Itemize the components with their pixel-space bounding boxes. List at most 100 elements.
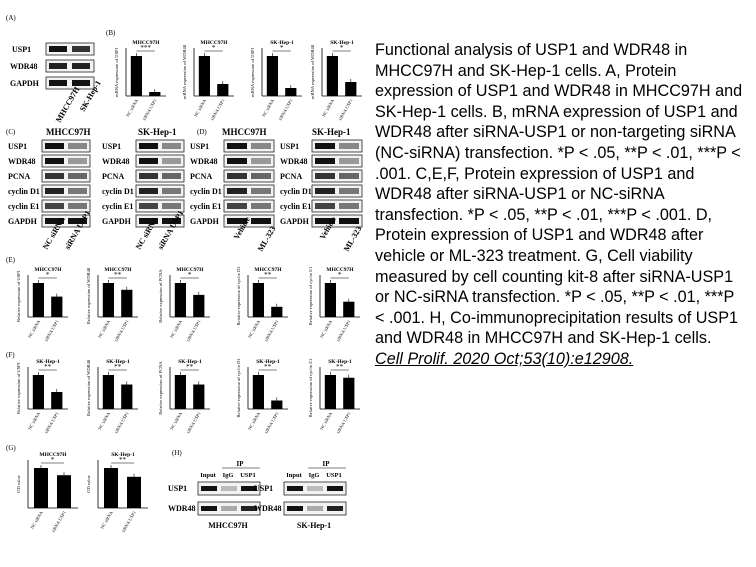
blot-label: cyclin E1 [190,202,221,211]
chart-title: SK-Hep-1 [328,359,352,365]
category-label: siRNA USP1 [263,319,279,342]
significance-mark: * [280,44,284,52]
blot-band [339,203,359,209]
blot-band [162,173,181,179]
chart-title: SK-Hep-1 [106,359,130,365]
blot-band [241,486,257,491]
chart-ylabel: OD value [16,475,21,492]
blot-label: WDR48 [190,157,218,166]
chart-ylabel: Relative expression of WDR48 [86,359,91,416]
blot-band [201,486,217,491]
blot-band [327,506,343,511]
chart-title: SK-Hep-1 [256,359,280,365]
chart-title: MHCC97H [39,452,67,458]
bar-chart: MHCC97H OD value NC siRNA siRNA USP1 * [16,452,78,533]
bar [266,56,278,96]
bar [271,306,283,317]
category-label: siRNA USP1 [51,510,67,533]
chart-title: MHCC97H [254,267,282,273]
blot-band [251,173,271,179]
blot-band [339,158,359,164]
category-label: siRNA USP1 [121,510,137,533]
category-label: NC siRNA [27,410,42,430]
blot-band [339,188,359,194]
blot-band [45,203,64,209]
chart-title: MHCC97H [104,267,132,273]
panel-a-blot: USP1 WDR48 GAPDH MHCC97H SK-Hep-1 [10,42,103,124]
blot-label: cyclin E1 [280,202,311,211]
blot-band [227,218,247,224]
bar [174,375,186,409]
chart-title: SK-Hep-1 [178,359,202,365]
blot-lane-label: ML-323 [342,225,364,253]
cell-line-label: MHCC97H [46,127,91,137]
blot-band [315,203,335,209]
blot-band [68,203,87,209]
bar [193,384,205,409]
blot-band [251,143,271,149]
blot-band [162,203,181,209]
blot-label: cyclin E1 [8,202,39,211]
chart-title: MHCC97H [176,267,204,273]
blot-band [315,143,335,149]
significance-mark: ** [264,271,272,279]
blot-band [287,506,303,511]
category-label: NC siRNA [247,410,262,430]
blot-band [139,158,158,164]
coip-lane-label: USP1 [240,472,256,479]
blot-band [251,188,271,194]
blot-lane-label: ML-323 [256,225,278,253]
blot-band [68,173,87,179]
significance-mark: * [46,271,50,279]
category-label: siRNA USP1 [277,98,293,121]
category-label: NC siRNA [100,509,115,529]
chart-title: MHCC97H [34,267,62,273]
blot-band [139,203,158,209]
coip-lane-label: IgG [223,472,234,479]
significance-mark: * [338,271,342,279]
bar [34,468,48,508]
significance-mark: * [188,271,192,279]
category-label: NC siRNA [319,318,334,338]
category-label: NC siRNA [30,509,45,529]
blot-label: USP1 [102,142,121,151]
chart-ylabel: mRNA expression of USP1 [250,47,255,97]
bar [271,400,283,409]
category-label: siRNA USP1 [113,319,129,342]
blot-band [241,506,257,511]
significance-mark: * [51,456,55,464]
significance-mark: ** [44,363,52,371]
blot-band [227,173,247,179]
category-label: NC siRNA [169,318,184,338]
bar [127,476,141,508]
blot-band [139,143,158,149]
panel-d-letter: (D) [197,128,207,136]
ip-label: IP [323,460,331,468]
bar [345,82,357,96]
category-label: siRNA USP1 [113,411,129,434]
chart-ylabel: Relative expression of USP1 [16,362,21,414]
significance-mark: * [340,44,344,52]
figure: (A) (B) (C) (D) (E) (F) (G) (H) USP1 WDR… [0,0,370,567]
category-label: NC siRNA [169,410,184,430]
blot-band [339,173,359,179]
category-label: siRNA USP1 [337,98,353,121]
blot-label: WDR48 [102,157,130,166]
chart-title: SK-Hep-1 [270,40,294,46]
chart-ylabel: OD value [86,475,91,492]
bar [326,56,338,96]
blot-band [227,158,247,164]
category-label: NC siRNA [319,410,334,430]
bar [324,375,336,409]
category-label: NC siRNA [261,97,276,117]
chart-ylabel: mRNA expression of WDR48 [182,44,187,99]
